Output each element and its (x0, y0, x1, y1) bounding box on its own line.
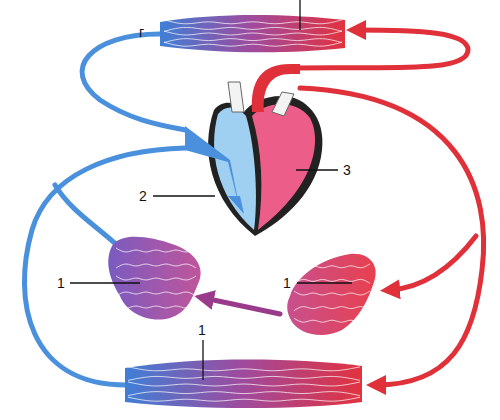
portal-vein (204, 298, 280, 314)
callout-number: 3 (342, 162, 352, 178)
left-heart (252, 104, 315, 230)
organ (287, 254, 376, 335)
capillary (164, 27, 342, 31)
callout-number: 1 (197, 322, 207, 338)
capillary-bed (125, 360, 362, 409)
capillary-beds (108, 15, 375, 408)
capillary (294, 307, 370, 311)
vena-cava-arrow (228, 196, 244, 214)
leader-line (153, 195, 215, 196)
vessels (24, 30, 483, 385)
capillary (128, 392, 360, 396)
capillary (116, 276, 196, 280)
capillary (164, 31, 342, 35)
vein (55, 185, 118, 246)
callout-number: 1 (282, 275, 292, 291)
leader-line (299, 0, 300, 30)
callout-number: г (138, 24, 145, 40)
vessel-stub (228, 82, 244, 112)
vein (82, 34, 185, 130)
capillary (128, 367, 360, 371)
capillary (116, 292, 196, 296)
organ (108, 237, 200, 320)
heart-outline (208, 96, 322, 236)
capillary-bed (160, 15, 345, 52)
leader-line (70, 282, 140, 283)
capillary (294, 279, 370, 283)
capillary (164, 42, 342, 46)
capillary (128, 376, 360, 380)
vessel-stub (272, 92, 294, 116)
leader-line (202, 340, 203, 380)
capillary (294, 264, 370, 268)
callout-number: 2 (138, 188, 148, 204)
artery (390, 236, 476, 290)
capillary (294, 318, 370, 322)
capillary (116, 304, 196, 308)
callout-number: 1 (56, 275, 66, 291)
leader-line (296, 169, 338, 170)
leader-line (297, 282, 352, 283)
capillary (116, 248, 196, 252)
leader-lines (70, 0, 352, 380)
capillary (294, 291, 370, 295)
right-heart (214, 107, 256, 230)
capillary (164, 39, 342, 43)
artery (300, 88, 484, 385)
capillary (116, 264, 196, 268)
capillary (128, 397, 360, 401)
capillary (128, 382, 360, 386)
capillary-mesh (116, 20, 370, 401)
capillary (164, 20, 342, 24)
heart (185, 64, 323, 236)
